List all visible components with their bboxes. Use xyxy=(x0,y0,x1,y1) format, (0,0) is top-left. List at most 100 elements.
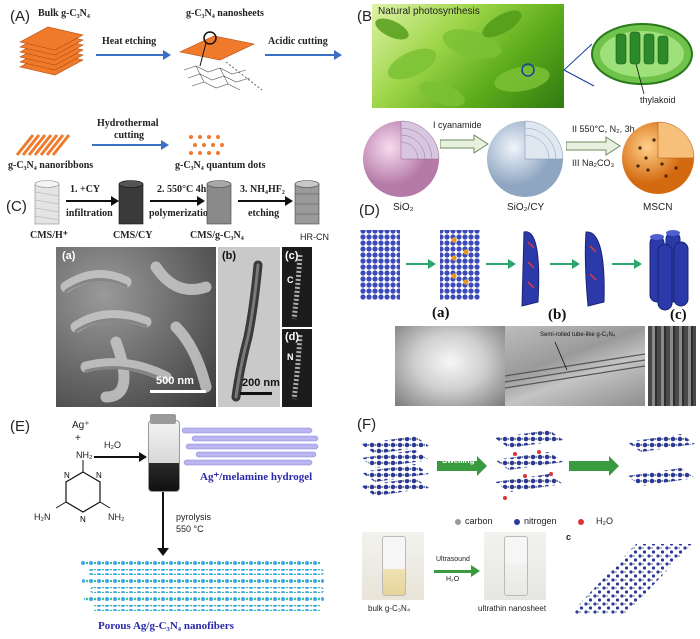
ultrathin-caption: ultrathin nanosheet xyxy=(478,604,547,613)
bulk-gcn-stack xyxy=(19,26,84,76)
natural-photosynthesis-label: Natural photosynthesis xyxy=(378,6,480,17)
step-550-label: II 550°C, N₂, 3h xyxy=(572,124,635,134)
carbon-legend-dot xyxy=(455,519,461,525)
sem-a-scale-label: 500 nm xyxy=(156,375,194,387)
pyrolysis-arrow xyxy=(162,492,164,550)
step-na2co3-label: III Na₂CO₃ xyxy=(572,158,615,168)
d-sem-image xyxy=(648,326,696,406)
step-cy-label: 1. +CY xyxy=(70,184,101,195)
h2o-e-label: H₂O xyxy=(104,440,121,450)
f-label-c: c xyxy=(566,532,572,542)
rolling-sheet-diagram xyxy=(360,230,689,311)
panel-d-tag: (D) xyxy=(359,202,380,219)
sem-a-label: (a) xyxy=(62,250,76,262)
swelling-label: Swelling xyxy=(442,456,475,465)
pyrolysis-arrow-head xyxy=(157,548,169,556)
svg-text:N: N xyxy=(80,515,86,524)
tem-b-label: (b) xyxy=(222,250,237,262)
carbon-legend-label: carbon xyxy=(465,516,493,526)
nh2-top-label: NH₂ xyxy=(76,450,93,460)
ultrasound-h2o-label: H₂O xyxy=(446,576,460,583)
cms-cy-cylinder xyxy=(118,180,144,225)
sem-a-scalebar xyxy=(150,390,206,393)
polymerization-label: polymerization xyxy=(149,208,214,219)
chloroplast-diagram xyxy=(564,23,693,95)
step1-arrow xyxy=(440,134,489,154)
nitrogen-legend-dot xyxy=(514,519,520,525)
mscn-label: MSCN xyxy=(643,202,673,213)
hrcn-cylinder xyxy=(294,180,320,225)
d-tem-image xyxy=(504,326,646,406)
d-photo-powder xyxy=(395,326,505,406)
panel-c-tag: (C) xyxy=(6,198,27,215)
ultrathin-lattice xyxy=(570,544,692,614)
pyrolysis-label: pyrolysis xyxy=(176,512,212,522)
infiltration-label: infiltration xyxy=(66,208,113,219)
step2-polymerization-arrow xyxy=(150,196,205,206)
eds-c-element: C xyxy=(287,275,294,285)
water-legend-label: H₂O xyxy=(596,516,613,526)
bulk-vial-photo xyxy=(362,532,424,600)
tem-b-scalebar xyxy=(240,392,272,395)
eds-n-element: N xyxy=(287,352,294,362)
melamine-structure: N N N xyxy=(55,460,111,524)
svg-text:N: N xyxy=(96,471,102,480)
d-tem-annotation: Semi-rolled tube-like g-C₃N₄ xyxy=(540,332,616,338)
nanosheet-diagram xyxy=(179,31,263,91)
svg-text:N: N xyxy=(64,471,70,480)
step2-arrow xyxy=(566,136,621,156)
panel-a-tag: (A) xyxy=(10,8,30,25)
hydrothermal-arrow xyxy=(92,140,169,150)
sio2-label: SiO₂ xyxy=(393,202,414,213)
acidic-cutting-label: Acidic cutting xyxy=(268,36,328,47)
panel-e-tag: (E) xyxy=(10,418,30,435)
exfoliation-diagram xyxy=(361,430,695,500)
pyrolysis-temp-label: 550 °C xyxy=(176,524,204,534)
hydrogel-vial xyxy=(148,420,180,492)
nh2-left-label: H₂N xyxy=(34,512,51,522)
step3-etching-arrow xyxy=(238,196,293,206)
tem-b-scale-label: 200 nm xyxy=(242,377,280,389)
step-cyanamide-label: I cyanamide xyxy=(433,120,482,130)
d-label-b: (b) xyxy=(548,307,567,323)
exfoliation-label: Exfoliation xyxy=(573,456,609,463)
plus-label: + xyxy=(75,433,81,444)
step-nh4hf2-label: 3. NH₄HF₂ xyxy=(240,184,285,195)
vial-cap xyxy=(150,414,176,424)
mscn-sphere xyxy=(622,121,695,194)
eds-n-map xyxy=(282,329,312,407)
nanofibers-label: Porous Ag/g-C₃N₄ nanofibers xyxy=(98,620,234,632)
tem-image-b xyxy=(218,247,280,407)
eds-c-label: (c) xyxy=(285,250,299,262)
cms-gcn-cylinder xyxy=(206,180,232,225)
nanofibers-diagram xyxy=(80,560,324,611)
acidic-cutting-arrow xyxy=(265,50,342,60)
bulk-gcn-caption: bulk g-C₃N₄ xyxy=(368,604,411,613)
nanosheet-vial-photo xyxy=(484,532,546,600)
step1-infiltration-arrow xyxy=(66,196,119,206)
nanosheets-label: g-C₃N₄ nanosheets xyxy=(186,8,264,19)
mix-arrow xyxy=(94,452,147,462)
ultrasound-label: Ultrasound xyxy=(436,556,470,563)
sem-image-a xyxy=(56,247,216,407)
leaf-photo xyxy=(372,4,564,108)
water-legend-dot xyxy=(578,519,584,525)
sio2-cy-sphere xyxy=(487,120,564,197)
hydrogel-label: Ag⁺/melamine hydrogel xyxy=(200,471,313,483)
cms-gcn-label: CMS/g-C₃N₄ xyxy=(190,230,244,241)
bulk-gcn-label: Bulk g-C₃N₄ xyxy=(38,8,90,19)
heat-etching-label: Heat etching xyxy=(102,36,157,47)
panel-f-tag: (F) xyxy=(357,416,377,433)
ultrasound-arrow xyxy=(434,565,480,577)
nanoribbons-label: g-C₃N₄ nanoribbons xyxy=(8,160,94,171)
ag-ion-label: Ag⁺ xyxy=(72,420,90,431)
cms-h-cylinder xyxy=(34,180,60,225)
hydrogel-fibers xyxy=(182,427,319,466)
cms-cy-label: CMS/CY xyxy=(113,230,153,241)
nh2-right-label: NH₂ xyxy=(108,512,125,522)
hydrothermal-label: Hydrothermal xyxy=(97,118,159,129)
nitrogen-legend-label: nitrogen xyxy=(524,516,557,526)
eds-c-map xyxy=(282,247,312,327)
cutting-label: cutting xyxy=(114,130,144,141)
d-label-c: (c) xyxy=(670,307,687,323)
